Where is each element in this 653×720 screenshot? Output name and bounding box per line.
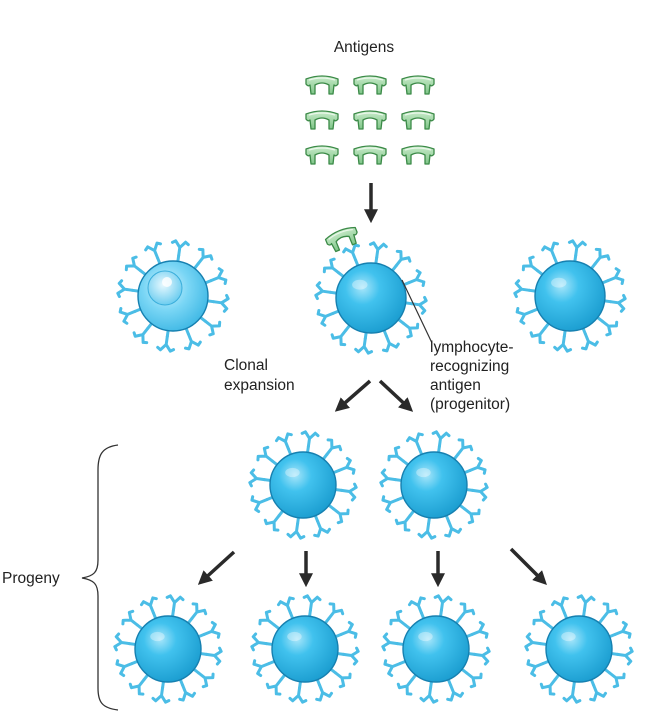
arrow-expansion-left bbox=[334, 379, 372, 412]
antigen-icon bbox=[305, 75, 339, 95]
receptor-icon bbox=[163, 593, 185, 619]
receptor-icon bbox=[466, 644, 492, 666]
receptor-icon bbox=[198, 644, 224, 666]
clonal-expansion-line2: expansion bbox=[224, 377, 295, 394]
antigen-icon bbox=[401, 145, 435, 165]
cell-highlight bbox=[416, 467, 431, 478]
arrow-progeny-4 bbox=[509, 547, 547, 585]
nucleus-highlight bbox=[162, 277, 172, 287]
progenitor-label-line3: antigen bbox=[430, 377, 481, 394]
receptor-icon bbox=[169, 238, 191, 264]
cell-highlight bbox=[287, 631, 302, 642]
receptor-icon bbox=[249, 632, 275, 654]
progeny-cell-2 bbox=[378, 429, 490, 541]
receptor-icon bbox=[353, 330, 375, 356]
receptor-icon bbox=[429, 429, 451, 455]
progenitor-label: lymphocyte- recognizing antigen (progeni… bbox=[430, 339, 518, 413]
receptor-icon bbox=[574, 593, 596, 619]
progeny-cell-1 bbox=[247, 429, 359, 541]
receptor-icon bbox=[552, 328, 574, 354]
antigen-icon bbox=[353, 110, 387, 130]
receptor-icon bbox=[367, 240, 389, 266]
cell-highlight bbox=[561, 631, 576, 642]
cell-body bbox=[402, 615, 470, 683]
cells-layer bbox=[112, 238, 635, 705]
lymphocyte-progenitor bbox=[313, 240, 429, 356]
antigen-icon bbox=[401, 110, 435, 130]
receptor-icon bbox=[562, 679, 584, 705]
cell-body bbox=[271, 615, 339, 683]
receptor-icon bbox=[464, 480, 490, 502]
receptor-icon bbox=[602, 292, 628, 314]
receptor-icon bbox=[286, 515, 308, 541]
receptor-icon bbox=[417, 515, 439, 541]
receptor-icon bbox=[298, 429, 320, 455]
antigen-icon bbox=[401, 75, 435, 95]
arrow-expansion-right bbox=[378, 379, 414, 412]
receptor-icon bbox=[523, 632, 549, 654]
antigen-icon bbox=[353, 145, 387, 165]
progeny-brace bbox=[81, 444, 119, 711]
receptor-icon bbox=[115, 278, 141, 300]
progenitor-label-line1: lymphocyte- bbox=[430, 339, 514, 356]
cell-body bbox=[134, 615, 202, 683]
receptor-icon bbox=[300, 593, 322, 619]
lymphocyte-right bbox=[512, 238, 628, 354]
receptor-icon bbox=[419, 679, 441, 705]
progenitor-pointer-line bbox=[401, 279, 433, 344]
receptor-icon bbox=[112, 632, 138, 654]
clonal-expansion-label: Clonal expansion bbox=[224, 357, 295, 394]
cell-highlight bbox=[352, 279, 368, 290]
progeny-cell-3 bbox=[112, 593, 224, 705]
receptor-icon bbox=[378, 468, 404, 490]
cell-highlight bbox=[150, 631, 165, 642]
progeny-label: Progeny bbox=[2, 570, 60, 587]
cell-nucleus bbox=[147, 270, 183, 306]
antigen-icon bbox=[353, 75, 387, 95]
receptor-icon bbox=[205, 292, 231, 314]
receptor-icon bbox=[431, 593, 453, 619]
receptor-icon bbox=[151, 679, 173, 705]
receptor-icon bbox=[403, 294, 429, 316]
cell-highlight bbox=[551, 277, 567, 288]
progeny-cell-4 bbox=[249, 593, 361, 705]
antigen-grid bbox=[305, 75, 435, 165]
antigens-label: Antigens bbox=[334, 39, 395, 56]
clonal-expansion-line1: Clonal bbox=[224, 357, 268, 374]
bound-antigen bbox=[323, 224, 362, 255]
receptor-icon bbox=[566, 238, 588, 264]
receptor-icon bbox=[335, 644, 361, 666]
progenitor-label-line2: recognizing bbox=[430, 358, 509, 375]
receptor-icon bbox=[247, 468, 273, 490]
receptor-icon bbox=[512, 278, 538, 300]
lymphocyte-left bbox=[115, 238, 231, 354]
cell-body bbox=[400, 451, 468, 519]
cell-body bbox=[545, 615, 613, 683]
arrow-progeny-1 bbox=[197, 550, 236, 585]
receptor-icon bbox=[380, 632, 406, 654]
cell-body bbox=[335, 262, 407, 334]
cell-highlight bbox=[285, 467, 300, 478]
receptor-icon bbox=[155, 328, 177, 354]
receptor-icon bbox=[313, 280, 339, 302]
progeny-cell-6 bbox=[523, 593, 635, 705]
progeny-cell-5 bbox=[380, 593, 492, 705]
cell-highlight bbox=[418, 631, 433, 642]
receptor-icon bbox=[609, 644, 635, 666]
receptor-icon bbox=[333, 480, 359, 502]
cell-body bbox=[269, 451, 337, 519]
antigen-icon bbox=[305, 145, 339, 165]
cell-body bbox=[534, 260, 606, 332]
progenitor-label-line4: (progenitor) bbox=[430, 396, 510, 413]
receptor-icon bbox=[288, 679, 310, 705]
antigen-icon bbox=[305, 110, 339, 130]
